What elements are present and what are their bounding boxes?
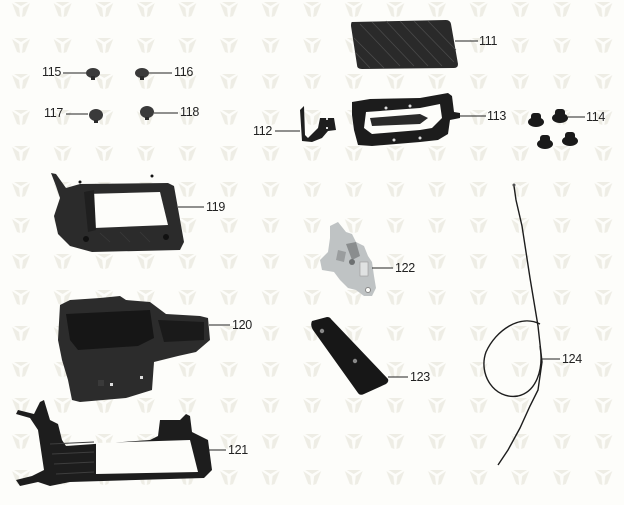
part-114-bumpers — [528, 109, 585, 149]
callout-114: 114 — [586, 110, 606, 124]
part-123-plate — [311, 317, 408, 395]
part-119-trim-panel — [51, 173, 204, 252]
callout-124: 124 — [562, 352, 582, 366]
part-121-lower-frame — [16, 400, 226, 486]
callout-115: 115 — [42, 65, 62, 79]
callout-120: 120 — [232, 318, 252, 332]
part-122-latch — [320, 222, 393, 296]
callout-122: 122 — [395, 261, 415, 275]
callout-118: 118 — [180, 105, 200, 119]
callout-121: 121 — [228, 443, 248, 457]
callout-119: 119 — [206, 200, 226, 214]
callout-123: 123 — [410, 370, 430, 384]
callout-117: 117 — [44, 106, 64, 120]
callout-116: 116 — [174, 65, 194, 79]
part-113-bracket — [352, 93, 486, 146]
callout-111: 111 — [479, 34, 498, 48]
callout-112: 112 — [253, 124, 273, 138]
part-124-cable — [483, 183, 560, 466]
part-111-mat — [351, 20, 478, 69]
callout-113: 113 — [487, 109, 507, 123]
part-115-118-plugs — [63, 68, 178, 123]
part-112-hinge — [275, 106, 336, 142]
part-120-storage-box — [58, 296, 230, 402]
